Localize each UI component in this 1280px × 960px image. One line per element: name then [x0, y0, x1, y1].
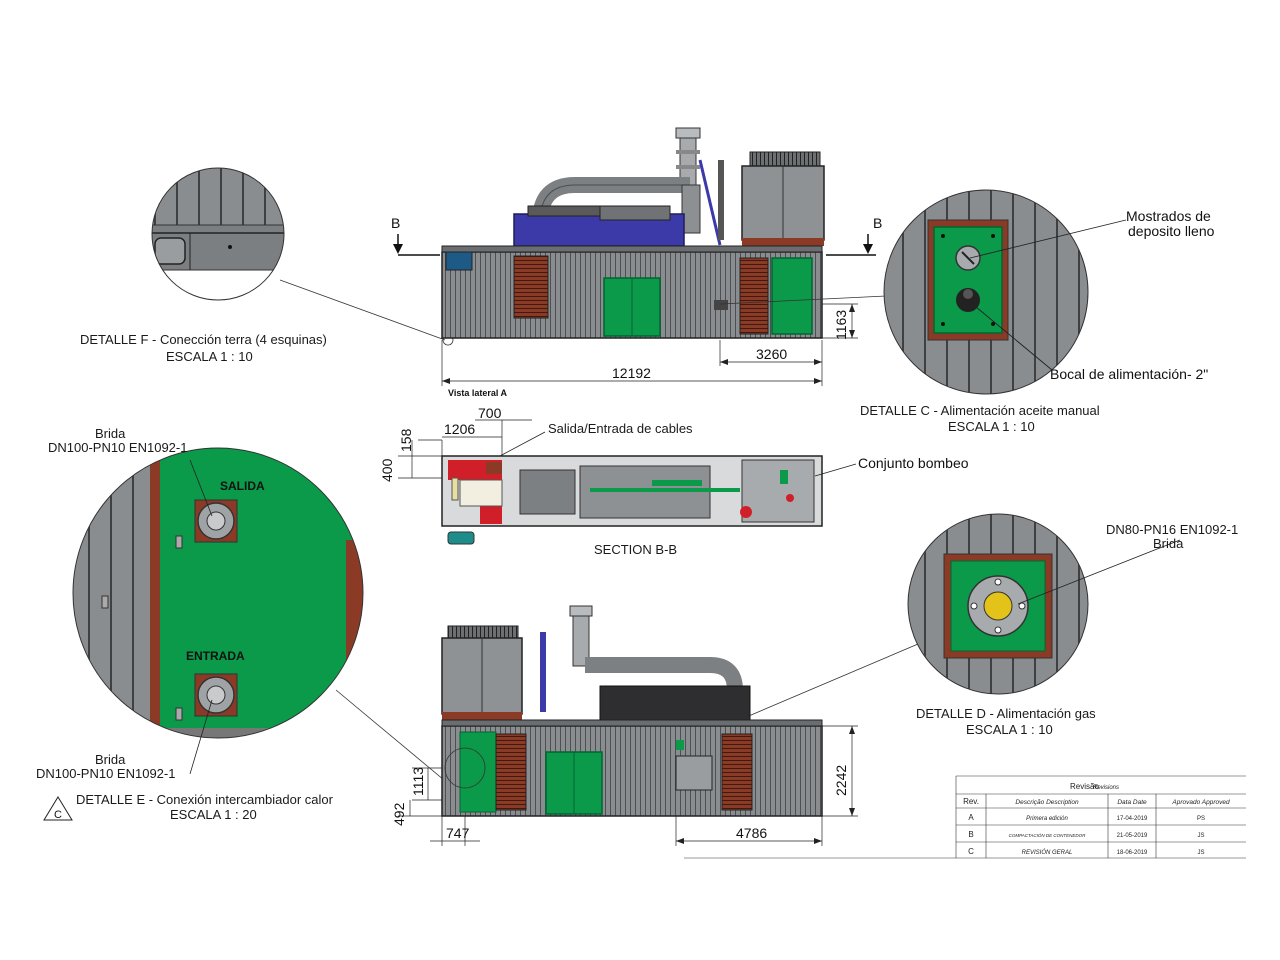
- detail-c: Mostrados de deposito lleno Bocal de ali…: [860, 189, 1215, 434]
- section-mark-left: B: [391, 215, 400, 231]
- flange-d-1: Brida: [1153, 536, 1184, 551]
- rev-title: Revisão: [1070, 782, 1099, 791]
- callout-gauge: Mostrados de: [1126, 208, 1211, 224]
- dim-2242: 2242: [833, 765, 849, 796]
- callout-cables: Salida/Entrada de cables: [548, 421, 693, 436]
- section-mark-right: B: [873, 215, 882, 231]
- rev-header-cell: Descrição Description: [1015, 799, 1079, 806]
- dim-1163: 1163: [833, 310, 849, 340]
- rev-header-cell: Aprovado Approved: [1171, 799, 1230, 806]
- rev-cell: 18-06-2019: [1117, 850, 1148, 856]
- inlet-label: ENTRADA: [186, 649, 245, 663]
- rev-rows: A Primera edición 17-04-2019 PS B COMPACTACIÓ…: [968, 813, 1205, 856]
- detail-e-title: DETALLE E - Conexión intercambiador calo…: [76, 792, 334, 807]
- dim-length: 12192: [612, 365, 651, 381]
- detail-e: SALIDA ENTRADA Brida DN100-PN10 EN1092-1…: [36, 426, 469, 822]
- detail-d-title: DETALLE D - Alimentación gas: [916, 706, 1096, 721]
- rev-cell: A: [968, 813, 974, 822]
- callout-pump: Conjunto bombeo: [858, 455, 969, 471]
- rev-header: Rev. Descrição Description Data Date Aprova…: [963, 797, 1230, 806]
- detail-d-scale: ESCALA 1 : 10: [966, 722, 1053, 737]
- side-view-caption: Vista lateral A: [448, 388, 508, 398]
- rev-cell: JS: [1197, 850, 1204, 856]
- detail-d: Brida DN80-PN16 EN1092-1 DETALLE D - Ali…: [743, 513, 1238, 737]
- dim-1206: 1206: [444, 421, 475, 437]
- detail-e-scale: ESCALA 1 : 20: [170, 807, 257, 822]
- detail-f: DETALLE F - Conección terra (4 esquinas)…: [80, 167, 454, 364]
- rev-cell: 21-05-2019: [1117, 833, 1148, 839]
- section-b-b: 700 1206 158 400 Salida/Entrada de cable…: [379, 405, 969, 557]
- flange-top-1: Brida: [95, 426, 126, 441]
- dim-158: 158: [398, 428, 414, 452]
- dim-3260: 3260: [756, 346, 787, 362]
- rev-header-cell: Rev.: [963, 797, 979, 806]
- dim-4786: 4786: [736, 825, 767, 841]
- rev-header-cell: Data Date: [1117, 799, 1147, 806]
- revision-mark: C: [54, 809, 62, 821]
- flange-bot-2: DN100-PN10 EN1092-1: [36, 766, 175, 781]
- flange-top-2: DN100-PN10 EN1092-1: [48, 440, 187, 455]
- detail-c-scale: ESCALA 1 : 10: [948, 419, 1035, 434]
- outlet-label: SALIDA: [220, 479, 265, 493]
- detail-f-title: DETALLE F - Conección terra (4 esquinas): [80, 332, 327, 347]
- rev-title-en: Revisions: [1093, 785, 1119, 791]
- rev-cell: C: [968, 847, 974, 856]
- dim-1113: 1113: [410, 767, 426, 796]
- rev-cell: REVISIÓN GERAL: [1022, 849, 1073, 856]
- dim-492: 492: [391, 802, 407, 826]
- flange-bot-1: Brida: [95, 752, 126, 767]
- revision-table: Revisão Revisions Rev. Descrição Descript…: [684, 775, 1246, 859]
- rev-cell: 17-04-2019: [1117, 816, 1148, 822]
- flange-d-2: DN80-PN16 EN1092-1: [1106, 522, 1238, 537]
- rev-cell: JS: [1197, 833, 1204, 839]
- revision-triangle: [43, 796, 73, 821]
- rev-cell: B: [968, 830, 973, 839]
- detail-c-title: DETALLE C - Alimentación aceite manual: [860, 403, 1100, 418]
- rev-cell: PS: [1197, 816, 1205, 822]
- section-caption: SECTION B-B: [594, 542, 677, 557]
- dim-747: 747: [446, 825, 470, 841]
- callout-inlet: Bocal de alimentación- 2": [1050, 366, 1208, 382]
- rev-cell: Primera edición: [1026, 816, 1068, 822]
- dim-700: 700: [478, 405, 502, 421]
- callout-gauge-2: deposito lleno: [1128, 223, 1215, 239]
- detail-f-scale: ESCALA 1 : 10: [166, 349, 253, 364]
- dim-400: 400: [379, 458, 395, 482]
- side-view-a: B B 12192 3260 1163 Vista lateral A: [391, 127, 887, 398]
- rev-cell: COMPACTACIÓN DE CONTENEDOR: [1009, 832, 1087, 838]
- side-view-b: 2242 4786 747 1113 492: [391, 605, 858, 846]
